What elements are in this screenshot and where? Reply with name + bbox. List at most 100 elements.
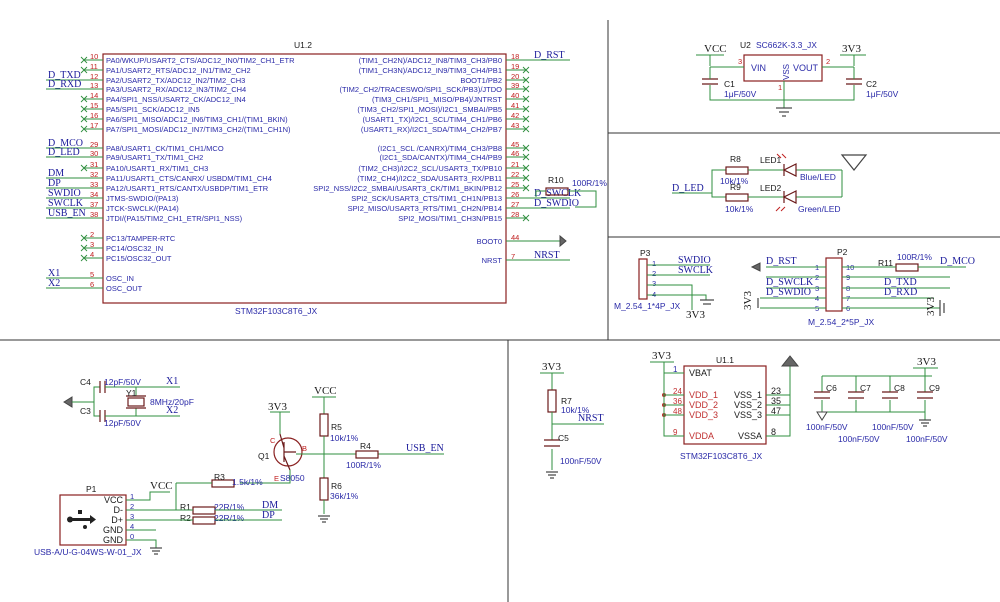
decoupling-capacitor[interactable]: C9	[917, 383, 940, 399]
r3-resistor[interactable]: R3 1.5k/1%	[211, 472, 263, 488]
r2-resistor[interactable]: R2 22R/1%	[180, 513, 245, 525]
pin-name: VBAT	[689, 368, 712, 378]
y1-ref: Y1	[126, 388, 137, 398]
p3-header: P3 1 2 3 4 SWDIO SWCLK 3V3 M_2.54_1*4P_J…	[614, 248, 714, 321]
r4-resistor[interactable]: R4 100R/1%	[346, 441, 381, 470]
r5-value: 10k/1%	[330, 433, 359, 443]
mcu-pin-right[interactable]: 46(I2C1_SDA/CANTX)/TIM4_CH4/PB9	[379, 149, 530, 162]
led2-diode[interactable]: LED2 Green/LED	[760, 183, 841, 214]
p2-net-right: D_RXD	[884, 287, 917, 298]
r7-resistor[interactable]: R7 10k/1%	[547, 389, 590, 415]
pin-name: JTDI/(PA15/TIM2_CH1_ETR/SPI1_NSS)	[106, 214, 243, 223]
no-connect-icon	[522, 85, 530, 93]
mcu-pin-right[interactable]: 25SPI2_NSS/I2C2_SMBAI/USART3_CK/TIM1_BKI…	[313, 180, 530, 193]
r10-resistor[interactable]: R10 100R/1%	[535, 175, 607, 208]
decoupling-capacitor[interactable]: C6	[814, 383, 837, 399]
pin-number: 11	[90, 62, 98, 71]
q1-pin-e: E	[274, 474, 279, 483]
c4-value: 12pF/50V	[104, 377, 141, 387]
mcu-pin-right[interactable]: 40(TIM3_CH1/SPI1_MISO/PB4)/JNTRST	[372, 91, 530, 104]
mcu-pin-right[interactable]: 41(TIM3_CH2/SPI1_MOSI)/I2C1_SMBAI/PB5	[357, 101, 530, 114]
r9-resistor[interactable]: R9 10k/1%	[725, 182, 754, 214]
q1-transistor[interactable]: Q1 S8050 C B E	[258, 433, 307, 483]
pin-number: 34	[90, 190, 98, 199]
no-connect-icon	[80, 115, 88, 123]
mcu-pin-right[interactable]: 39(TIM2_CH2/TRACESWO/SPI1_SCK/PB3)/JTDO	[339, 81, 530, 94]
pin-name: SPI2_NSS/I2C2_SMBAI/USART3_CK/TIM1_BKIN/…	[313, 184, 502, 193]
c5-value: 100nF/50V	[560, 456, 602, 466]
usb-pin: D+3	[111, 512, 134, 525]
r11-resistor[interactable]: R11 100R/1%	[866, 252, 966, 272]
mcu-pin-right[interactable]: 42(USART1_TX)/I2C1_SCL/TIM4_CH1/PB6	[363, 111, 530, 124]
q1-ref: Q1	[258, 451, 270, 461]
c5-capacitor[interactable]: C5 100nF/50V	[544, 433, 602, 466]
pin-number: 2	[90, 230, 94, 239]
r5-resistor[interactable]: R5 10k/1%	[319, 413, 359, 443]
mcu-pin-right[interactable]: 19(TIM1_CH3N)/ADC12_IN9/TIM3_CH4/PB1	[359, 62, 530, 75]
c3-capacitor[interactable]: C3 12pF/50V	[80, 406, 141, 428]
usb-en-net: USB_EN	[406, 443, 444, 454]
decoupling-capacitor[interactable]: C8	[882, 383, 905, 399]
ground-icon	[318, 515, 330, 523]
y1-crystal[interactable]: Y1 8MHz/20pF	[126, 388, 194, 409]
pin-number: 47	[771, 406, 781, 416]
pin-number: 22	[511, 170, 519, 179]
no-connect-icon	[522, 105, 530, 113]
pin-number: 20	[511, 72, 519, 81]
net-label: SWDIO	[48, 188, 81, 199]
net-label: D_SWCLK	[534, 188, 582, 199]
p2-rail-right: 3V3	[925, 297, 937, 316]
mcu-pin-right[interactable]: 43(USART1_RX)/I2C1_SDA/TIM4_CH2/PB7	[361, 121, 530, 134]
mcu-pin-right[interactable]: 45(I2C1_SCL /CANRX)/TIM4_CH3/PB8	[378, 140, 530, 153]
usb-rail: VCC	[150, 480, 173, 492]
decoupling-capacitor[interactable]: C7	[848, 383, 871, 399]
c3-ref: C3	[80, 406, 91, 416]
mcu-pin-right[interactable]: 22(TIM2_CH4)/I2C2_SDA/USART3_RX/PB11	[357, 170, 530, 183]
usb-pin-name: D-	[114, 505, 124, 515]
ground-icon	[700, 299, 714, 305]
r6-resistor[interactable]: R6 36k/1%	[319, 477, 359, 501]
r11-ref: R11	[878, 258, 893, 268]
c1-capacitor[interactable]: C1 1μF/50V	[702, 67, 757, 99]
reset-rail: 3V3	[542, 361, 561, 373]
pin-name: PC14/OSC32_IN	[106, 244, 163, 253]
mcu-pin-right[interactable]: 21(TIM2_CH3)/I2C2_SCL/USART3_TX/PB10	[358, 160, 530, 173]
boot0-ground	[506, 234, 567, 248]
r1-value: 22R/1%	[214, 502, 245, 512]
led1-diode[interactable]: LED1 Blue/LED	[760, 153, 836, 182]
c2-capacitor[interactable]: C2 1μF/50V	[846, 67, 899, 99]
usb-pin-num: 1	[130, 492, 134, 501]
